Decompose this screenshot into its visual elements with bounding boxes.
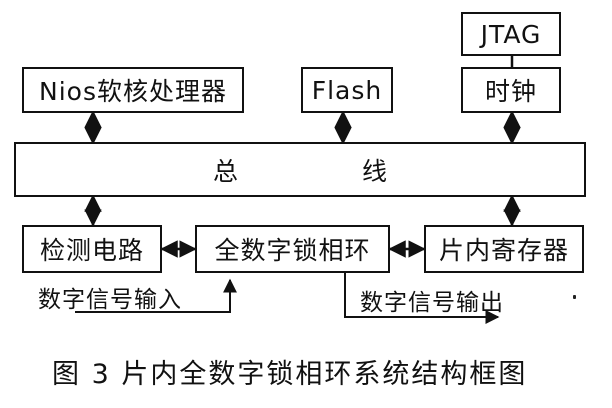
adpll-block: 全数字锁相环 [195, 225, 390, 273]
detection-circuit-block: 检测电路 [22, 225, 162, 273]
signal-input-line [75, 278, 237, 313]
jtag-block: JTAG [461, 12, 561, 56]
stray-mark [573, 295, 576, 299]
on-chip-registers-block: 片内寄存器 [424, 225, 584, 273]
flash-block: Flash [301, 67, 393, 113]
system-bus: 总 线 [14, 142, 586, 197]
signal-output-line [344, 272, 500, 324]
bus-label: 总 线 [213, 156, 445, 186]
clock-block: 时钟 [461, 67, 561, 113]
nios-processor-block: Nios软核处理器 [22, 67, 244, 113]
signal-input-label: 数字信号输入 [38, 287, 182, 313]
signal-output-label: 数字信号输出 [360, 290, 504, 316]
figure-caption: 图 3 片内全数字锁相环系统结构框图 [52, 359, 528, 390]
